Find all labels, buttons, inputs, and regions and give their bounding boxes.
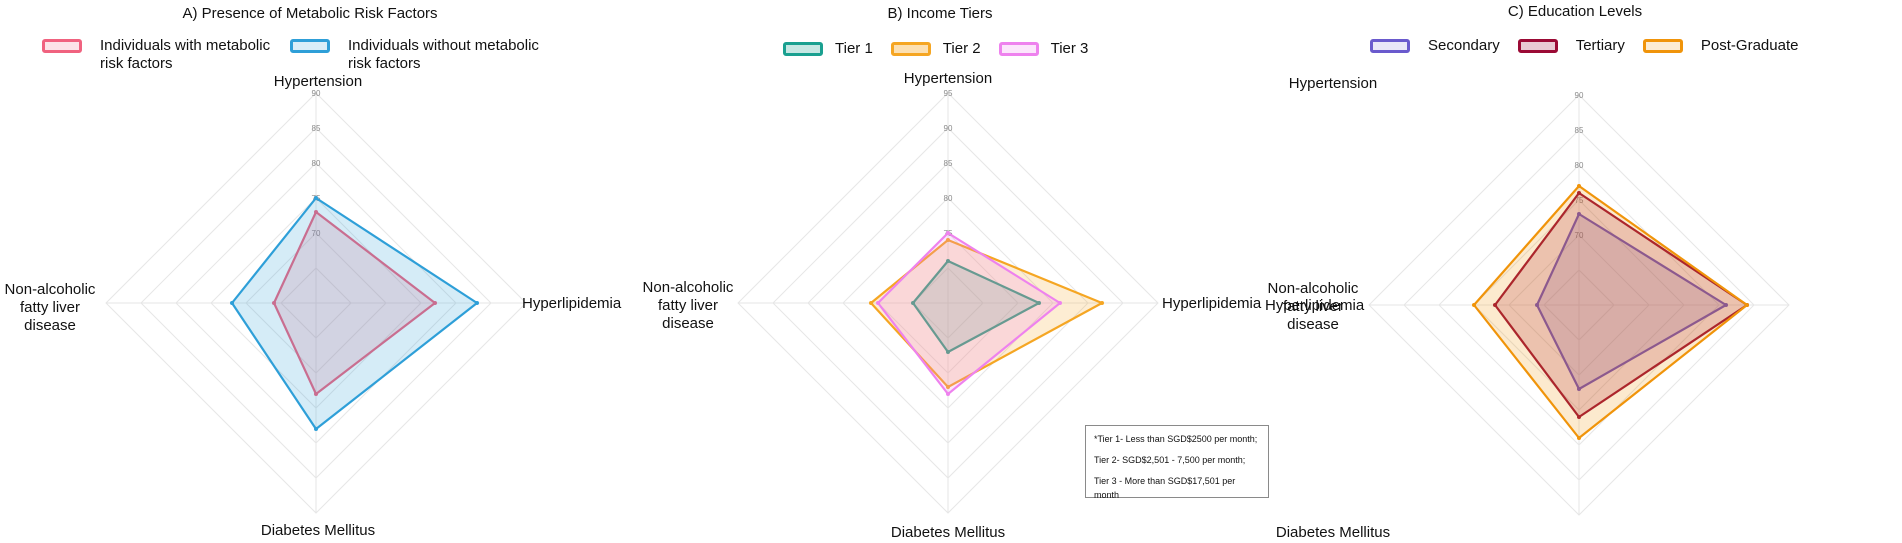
tick-label: 85 (312, 124, 321, 133)
data-point (1472, 303, 1476, 307)
axis-label-hyperlipidemia: Hyperlipidemia (1162, 295, 1262, 312)
legend-label: Tier 3 (1050, 40, 1089, 57)
legend-swatch-tier-1 (783, 42, 823, 56)
data-point (946, 238, 950, 242)
legend-label: Secondary (1428, 37, 1500, 54)
series-area (1472, 184, 1749, 440)
legend-swatch-with-risk (42, 39, 82, 53)
tick-label: 75 (1575, 196, 1584, 205)
legend-swatch-secondary (1370, 39, 1410, 53)
legend-label: Tertiary (1575, 37, 1625, 54)
series-area (876, 231, 1062, 396)
legend-item: Individuals with metabolic risk factors (42, 37, 272, 73)
axis-label-nafld: Non-alcoholic fatty liver disease (1267, 280, 1359, 333)
data-point (314, 196, 318, 200)
data-point (1037, 301, 1041, 305)
legend-item: Tertiary (1517, 37, 1625, 55)
legend-label: Individuals without metabolic risk facto… (348, 37, 539, 72)
data-point (1577, 184, 1581, 188)
data-point (876, 301, 880, 305)
note-line: *Tier 1- Less than SGD$2500 per month; (1094, 434, 1258, 444)
axis-label-diabetes: Diabetes Mellitus (260, 522, 376, 539)
legend-swatch-post-graduate (1642, 39, 1683, 53)
tick-label: 90 (1575, 91, 1584, 100)
data-point (946, 385, 950, 389)
data-point (1577, 212, 1581, 216)
income-tier-note: *Tier 1- Less than SGD$2500 per month; T… (1085, 425, 1269, 500)
legend-label: Tier 1 (835, 40, 873, 57)
tick-label: 95 (944, 89, 953, 98)
axis-label-nafld: Non-alcoholic fatty liver disease (642, 279, 734, 332)
data-point (314, 427, 318, 431)
data-point (1577, 191, 1581, 195)
data-point (1493, 303, 1497, 307)
axis-label-hyperlipidemia: Hyperlipidemia (522, 295, 622, 312)
legend-item: Tier 1 (783, 40, 873, 58)
tick-label: 80 (944, 194, 953, 203)
data-point (1577, 415, 1581, 419)
data-point (1745, 303, 1749, 307)
data-point (869, 301, 873, 305)
chart-title: C) Education Levels (1507, 3, 1643, 20)
chart-title: A) Presence of Metabolic Risk Factors (182, 5, 438, 22)
data-point (946, 392, 950, 396)
data-point (314, 210, 318, 214)
tick-label: 85 (944, 159, 953, 168)
legend-item: Tier 3 (998, 40, 1089, 58)
tick-label: 90 (312, 89, 321, 98)
tick-label: 70 (1575, 231, 1584, 240)
tick-label: 85 (1575, 126, 1584, 135)
data-point (230, 301, 234, 305)
note-line: Tier 2- SGD$2,501 - 7,500 per month; (1094, 455, 1246, 465)
axis-label-hypertension: Hypertension (1288, 75, 1378, 92)
axis-label-nafld: Non-alcoholic fatty liver disease (4, 281, 96, 334)
data-point (1577, 436, 1581, 440)
legend: Individuals with metabolic risk factors … (42, 37, 568, 73)
tick-label: 90 (944, 124, 953, 133)
legend-swatch-tertiary (1517, 39, 1558, 53)
chart-title: B) Income Tiers (887, 5, 993, 22)
legend: Tier 1 Tier 2 Tier 3 (783, 40, 1106, 58)
radar-panel-c: C) Education Levels Secondary Tertiary P… (1265, 0, 1902, 543)
legend-label: Tier 2 (942, 40, 981, 57)
data-point (433, 301, 437, 305)
data-point (272, 301, 276, 305)
legend: Secondary Tertiary Post-Graduate (1370, 37, 1816, 55)
data-point (1058, 301, 1062, 305)
axis-label-hypertension: Hypertension (273, 73, 363, 90)
series-area (230, 196, 479, 431)
legend-item: Tier 2 (890, 40, 981, 58)
tick-label: 80 (1575, 161, 1584, 170)
axis-label-hypertension: Hypertension (903, 70, 993, 87)
axis-label-hyperlipidemia: Hyperlipidemia (1265, 297, 1365, 314)
legend-item: Individuals without metabolic risk facto… (290, 37, 550, 73)
tick-label: 70 (312, 229, 321, 238)
radar-panel-a: A) Presence of Metabolic Risk Factors In… (0, 0, 622, 543)
axis-label-diabetes: Diabetes Mellitus (1275, 524, 1391, 541)
legend-swatch-tier-3 (998, 42, 1039, 56)
data-point (1100, 301, 1104, 305)
data-point (1535, 303, 1539, 307)
data-point (911, 301, 915, 305)
legend-label: Post-Graduate (1700, 37, 1799, 54)
data-point (1724, 303, 1728, 307)
note-line: Tier 3 - More than SGD$17,501 per month (1094, 476, 1236, 500)
data-point (1577, 387, 1581, 391)
data-point (946, 231, 950, 235)
legend-item: Secondary (1370, 37, 1500, 55)
legend-swatch-without-risk (290, 39, 330, 53)
tick-label: 80 (312, 159, 321, 168)
legend-swatch-tier-2 (890, 42, 931, 56)
legend-item: Post-Graduate (1642, 37, 1799, 55)
legend-label: Individuals with metabolic risk factors (100, 37, 271, 72)
data-point (946, 259, 950, 263)
data-point (475, 301, 479, 305)
data-point (946, 350, 950, 354)
radar-chart-c: 70 75 80 85 90 (1368, 91, 1790, 516)
radar-chart-b: 7580859095 (737, 89, 1159, 514)
data-point (314, 392, 318, 396)
radar-panel-b: B) Income Tiers Tier 1 Tier 2 Tier 3 758… (630, 0, 1270, 543)
axis-label-diabetes: Diabetes Mellitus (890, 524, 1006, 541)
